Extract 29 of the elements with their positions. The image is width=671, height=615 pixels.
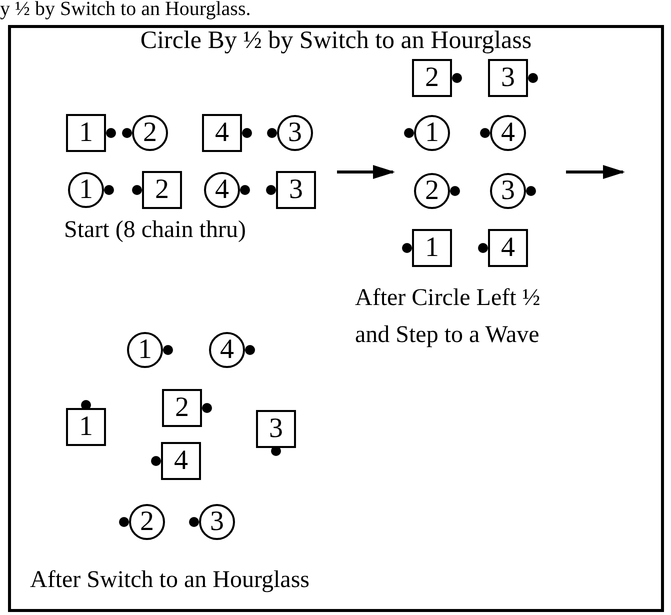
square-dancer: 2	[162, 389, 202, 427]
diagram-title: Circle By ½ by Switch to an Hourglass	[139, 26, 533, 56]
circle-dancer: 2	[132, 115, 168, 151]
circle-dancer: 3	[490, 173, 526, 209]
caption-text: y ½ by Switch to an Hourglass.	[0, 0, 251, 21]
circle-dancer: 3	[199, 504, 235, 540]
circle-dancer: 4	[209, 332, 245, 368]
caption-text: After Switch to an Hourglass	[30, 566, 311, 595]
caption-text: After Circle Left ½ and Step to a Wave	[355, 284, 542, 350]
square-dancer: 1	[66, 114, 106, 152]
square-dancer: 4	[488, 229, 528, 267]
square-dancer: 2	[412, 59, 452, 97]
circle-dancer: 1	[68, 172, 104, 208]
circle-dancer: 2	[414, 173, 450, 209]
square-dancer: 3	[256, 410, 296, 448]
square-dancer: 3	[488, 59, 528, 97]
square-dancer: 2	[142, 171, 182, 209]
square-dancer: 4	[161, 442, 201, 480]
circle-dancer: 4	[490, 115, 526, 151]
square-dancer: 3	[276, 171, 316, 209]
circle-dancer: 1	[414, 115, 450, 151]
square-dancer: 1	[412, 229, 452, 267]
circle-dancer: 1	[127, 332, 163, 368]
square-dancer: 1	[66, 408, 106, 446]
caption-text: Start (8 chain thru)	[64, 216, 247, 245]
square-dancer: 4	[202, 114, 242, 152]
circle-dancer: 4	[204, 172, 240, 208]
circle-dancer: 3	[277, 115, 313, 151]
circle-dancer: 2	[129, 504, 165, 540]
